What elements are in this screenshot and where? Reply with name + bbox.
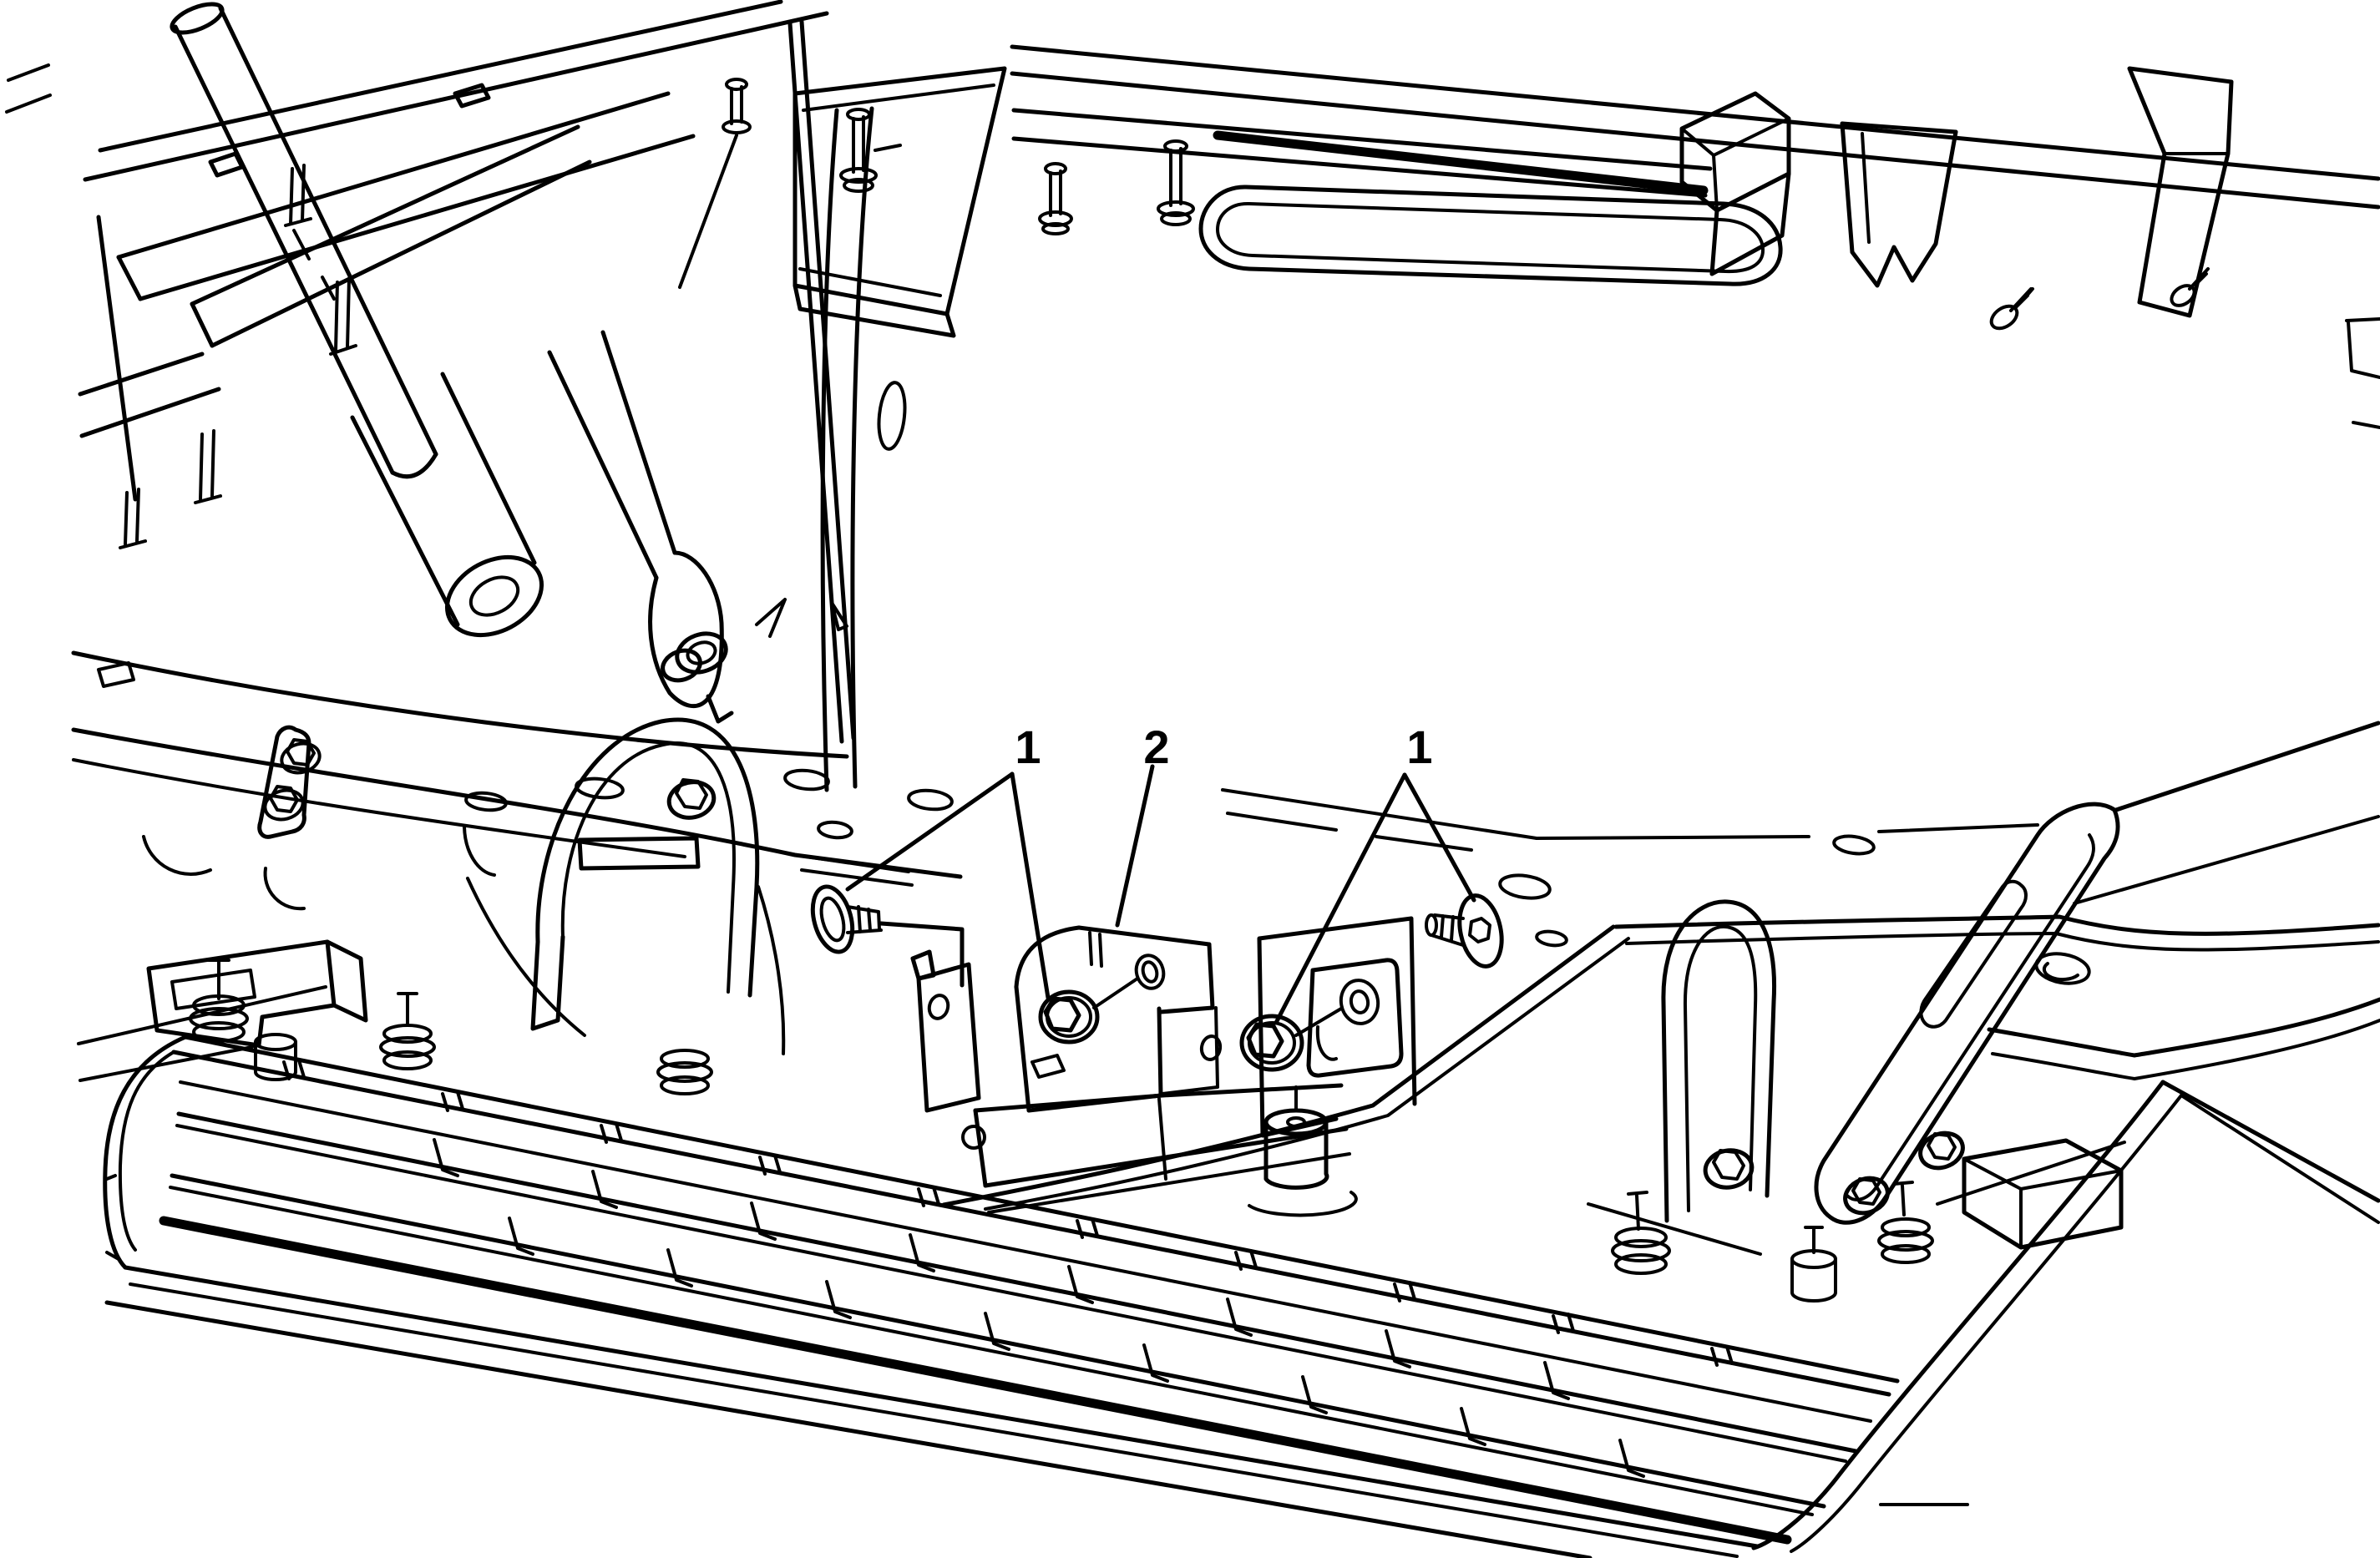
hood-strut	[170, 2, 544, 638]
leader-line-2	[1115, 764, 1155, 928]
right-flange-plate	[1257, 916, 1417, 1138]
shroud-hole	[961, 1125, 986, 1150]
hood-insulator-loop	[1198, 185, 1783, 286]
stud-bolt	[839, 108, 878, 193]
hood-inner-rails	[5, 0, 829, 549]
small-bolt	[1989, 287, 2034, 331]
hood-clip-bracket	[1840, 121, 1958, 288]
rubber-bumper-stud	[1248, 1085, 1358, 1217]
latch-striker-box	[1679, 91, 1791, 276]
rubber-bumper-stud	[189, 959, 249, 1043]
cowl-bracket-plate	[678, 66, 1195, 338]
stud-bolt	[1038, 162, 1073, 235]
support-hole	[1498, 873, 1552, 900]
hood-rear-edge	[1010, 44, 2380, 429]
callout-label-2: 2	[1143, 721, 1169, 773]
left-flange-plate	[910, 949, 981, 1113]
leader-line-1-right-b	[1402, 772, 1476, 903]
rubber-bumper-stud	[1790, 1226, 1837, 1303]
loose-bolt	[678, 78, 752, 289]
rubber-bumper-stud	[379, 992, 436, 1070]
support-hole	[464, 791, 508, 812]
rubber-bumper-stud	[1877, 1181, 1934, 1264]
hinge-arm	[547, 330, 787, 724]
grille-fins	[282, 1059, 1734, 1478]
support-hole	[1832, 834, 1876, 856]
bracket-nut-left	[1038, 977, 1139, 1045]
leader-line-1-left-a	[845, 771, 1015, 892]
loop-bolt	[666, 780, 717, 820]
callout-label-1-left: 1	[1015, 721, 1041, 773]
square-hole	[97, 661, 135, 688]
grille	[103, 1034, 1900, 1558]
bracket-shelf	[973, 1083, 1351, 1214]
slotted-bolt-pocket	[257, 725, 322, 839]
fender-corner	[1751, 997, 2380, 1553]
support-hole	[817, 820, 853, 840]
pivot-bolt-head	[661, 648, 702, 683]
latch-loop-right	[1661, 899, 1777, 1223]
right-side-structures	[1587, 802, 2380, 1553]
leader-line-1-right-a	[1274, 772, 1407, 1025]
callouts: 1 2 1	[845, 721, 1476, 1025]
support-hole	[1535, 929, 1568, 948]
bracket-nut-right	[1239, 1007, 1343, 1072]
rubber-bumper-stud	[656, 1049, 713, 1095]
prop-rod	[787, 19, 856, 744]
support-hole	[783, 768, 830, 792]
edge-clip	[2345, 317, 2380, 429]
leader-line-1-left-b	[1010, 771, 1051, 1000]
grille-bracket-assembly	[810, 884, 1504, 1217]
cowl-side-panel	[820, 106, 907, 792]
hood-corner-bracket	[2127, 66, 2234, 318]
latch-platform	[77, 825, 713, 1095]
support-hole	[907, 788, 954, 812]
callout-label-1-right: 1	[1406, 721, 1432, 773]
radiator-support	[71, 650, 2380, 1211]
rubber-bumper-stud	[1611, 1191, 1671, 1275]
latch-loop-left	[466, 717, 786, 1055]
small-bolt	[2170, 267, 2210, 307]
bracket-hole	[1134, 954, 1166, 990]
bracket-bolt-right	[1425, 893, 1504, 969]
angled-strap-bracket	[1814, 802, 2120, 1225]
bracket-bolt-left	[810, 884, 883, 954]
